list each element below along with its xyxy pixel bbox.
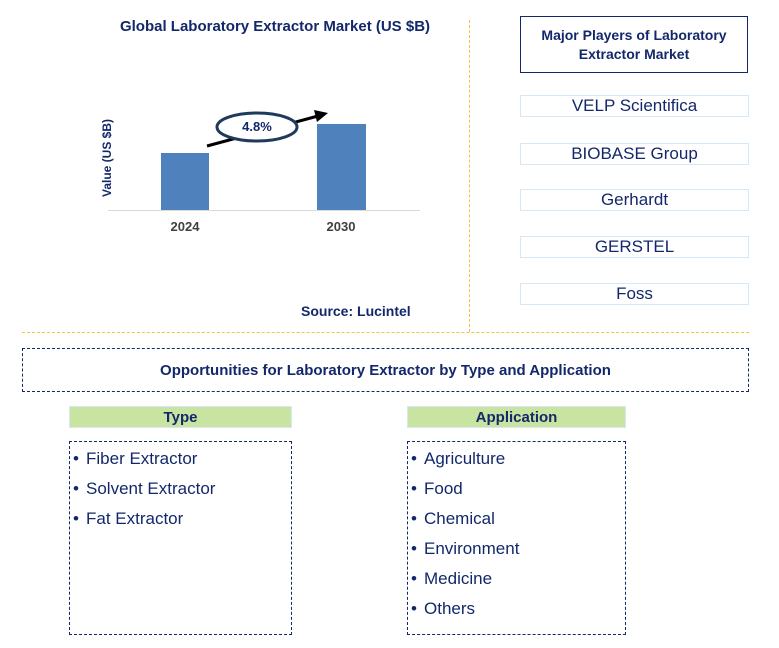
player-gerstel: GERSTEL xyxy=(520,236,749,258)
cagr-label: 4.8% xyxy=(242,119,272,134)
bar-2024 xyxy=(161,153,209,210)
list-item: Environment xyxy=(411,534,625,564)
list-item: Solvent Extractor xyxy=(73,474,291,504)
x-tick-2024: 2024 xyxy=(170,219,200,234)
list-item: Fiber Extractor xyxy=(73,444,291,474)
player-biobase-group: BIOBASE Group xyxy=(520,143,749,165)
application-list: Agriculture Food Chemical Environment Me… xyxy=(411,444,625,624)
player-gerhardt: Gerhardt xyxy=(520,189,749,211)
application-header: Application xyxy=(407,406,626,428)
application-list-box: Agriculture Food Chemical Environment Me… xyxy=(407,441,626,635)
list-item: Fat Extractor xyxy=(73,504,291,534)
source-label: Source: Lucintel xyxy=(301,303,411,319)
type-list-box: Fiber Extractor Solvent Extractor Fat Ex… xyxy=(69,441,292,635)
list-item: Chemical xyxy=(411,504,625,534)
vertical-divider xyxy=(469,20,470,332)
y-axis-label: Value (US $B) xyxy=(97,108,117,208)
player-foss: Foss xyxy=(520,283,749,305)
opportunities-heading: Opportunities for Laboratory Extractor b… xyxy=(22,348,749,392)
x-tick-2030: 2030 xyxy=(326,219,356,234)
players-heading: Major Players of Laboratory Extractor Ma… xyxy=(520,16,748,73)
y-axis-label-text: Value (US $B) xyxy=(100,118,114,198)
player-velp-scientifica: VELP Scientifica xyxy=(520,95,749,117)
list-item: Agriculture xyxy=(411,444,625,474)
list-item: Food xyxy=(411,474,625,504)
list-item: Medicine xyxy=(411,564,625,594)
x-axis-line xyxy=(108,210,420,211)
horizontal-divider xyxy=(22,332,749,333)
bar-2030 xyxy=(317,124,366,210)
type-header: Type xyxy=(69,406,292,428)
chart-title: Global Laboratory Extractor Market (US $… xyxy=(119,18,431,35)
list-item: Others xyxy=(411,594,625,624)
type-list: Fiber Extractor Solvent Extractor Fat Ex… xyxy=(73,444,291,534)
cagr-arrow-icon xyxy=(206,110,328,148)
